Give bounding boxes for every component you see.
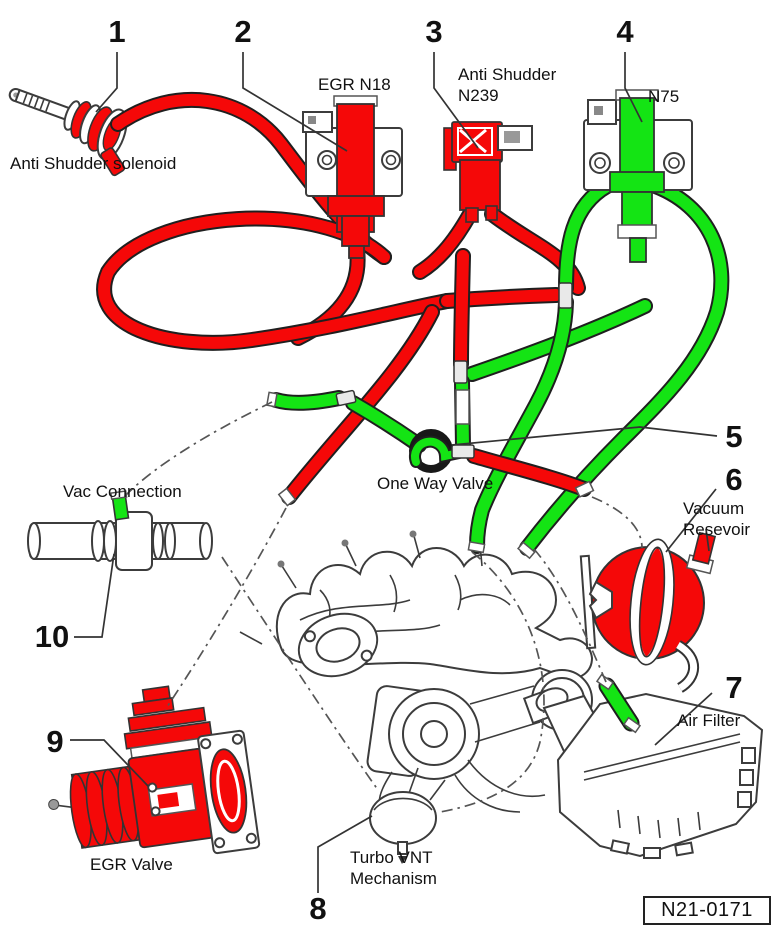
callout-number-3: 3 xyxy=(425,14,443,49)
label-egr-n18: EGR N18 xyxy=(318,75,391,94)
label-turbo-vnt-mechanism: Turbo VNT Mechanism xyxy=(350,848,437,888)
callout-number-9: 9 xyxy=(46,724,64,759)
hose-couplers xyxy=(265,282,595,560)
callout-leader-lines xyxy=(70,52,718,893)
callout-number-7: 7 xyxy=(725,670,743,705)
vac-connection-nipple xyxy=(109,490,130,521)
label-anti-shudder-solenoid: Anti Shudder solenoid xyxy=(10,154,177,173)
one-way-valve-part xyxy=(409,429,459,473)
turbo-vnt-actuator xyxy=(369,767,446,864)
callout-number-1: 1 xyxy=(108,14,126,49)
vac-connection-pipe-part xyxy=(27,490,213,571)
reservoir-nipple xyxy=(685,531,717,575)
figure-id: N21-0171 xyxy=(661,899,753,921)
egr-valve-part xyxy=(48,685,261,855)
label-vacuum-resevoir: Vacuum Resevoir xyxy=(683,499,751,539)
label-n75: N75 xyxy=(648,87,680,106)
callout-number-5: 5 xyxy=(725,419,743,454)
figure-id-box: N21-0171 xyxy=(643,896,771,925)
callout-number-10: 10 xyxy=(34,619,70,654)
label-egr-valve: EGR Valve xyxy=(90,855,173,874)
egr-n18-valve-part xyxy=(302,95,403,259)
dash-dot-connection-lines xyxy=(123,401,643,813)
vacuum-reservoir-part xyxy=(579,531,717,693)
air-filter-green-hose-stub xyxy=(595,673,642,734)
anti-shudder-n239-valve-part xyxy=(443,121,533,223)
callout-number-4: 4 xyxy=(616,14,634,49)
callout-number-2: 2 xyxy=(234,14,252,49)
label-air-filter: Air Filter xyxy=(677,711,741,730)
n75-valve-part xyxy=(583,89,693,263)
callout-number-8: 8 xyxy=(309,891,327,926)
label-vac-connection: Vac Connection xyxy=(63,482,182,501)
label-one-way-valve: One Way Valve xyxy=(377,474,494,493)
label-anti-shudder-n239: Anti Shudder N239 xyxy=(458,65,557,105)
air-filter-part xyxy=(522,687,764,859)
callout-number-6: 6 xyxy=(725,462,743,497)
